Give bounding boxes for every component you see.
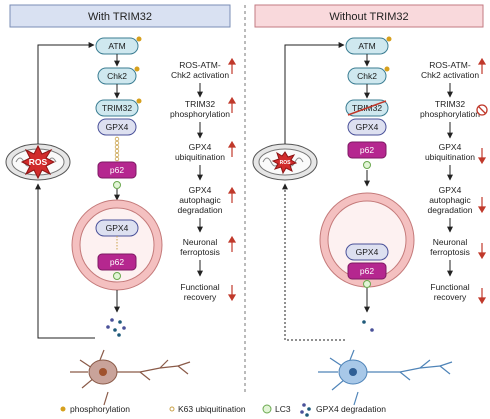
right-panel: Without TRIM32 ATM Chk2 TRIM32 GPX4 p62 … (252, 4, 488, 406)
feedback-arrow (282, 183, 345, 341)
p62-inner-label: p62 (110, 257, 124, 267)
legend-phosphorylation: phosphorylation (70, 404, 130, 414)
ros-burst (271, 151, 298, 175)
k63-chain (114, 136, 120, 162)
step-text: ubiquitination (425, 152, 475, 162)
step-text: GPX4 (439, 185, 462, 195)
step-text: ferroptosis (430, 247, 470, 257)
phospho-dot (134, 66, 140, 72)
step-text: Neuronal (433, 237, 468, 247)
lc3-dot (363, 161, 371, 169)
knockout-strike (347, 100, 387, 116)
inhibit-icon (476, 104, 488, 116)
chk2-label: Chk2 (357, 71, 377, 81)
p62-label: p62 (110, 165, 124, 175)
legend-k63: K63 ubiquitination (178, 404, 246, 414)
atm-label: ATM (108, 41, 125, 51)
step-text: ubiquitination (175, 152, 225, 162)
step-text: Chk2 activation (171, 70, 229, 80)
right-steps: ROS-ATM- Chk2 activation TRIM32 phosphor… (420, 60, 480, 302)
trim32-node (95, 99, 139, 117)
p62-label: p62 (360, 145, 374, 155)
step-text: phosphorylation (170, 109, 230, 119)
feedback-arrow (35, 183, 95, 339)
step-text: GPX4 (439, 142, 462, 152)
legend-degradation: GPX4 degradation (316, 404, 386, 414)
step-text: TRIM32 (185, 99, 216, 109)
phospho-dot (384, 66, 390, 72)
step-text: degradation (428, 205, 473, 215)
gpx4-inner-label: GPX4 (106, 223, 129, 233)
chk2-label: Chk2 (107, 71, 127, 81)
phospho-dot (60, 406, 66, 412)
neuron-nucleus (349, 368, 357, 376)
step-text: GPX4 (189, 142, 212, 152)
gpx4-label: GPX4 (356, 122, 379, 132)
left-header (9, 4, 231, 28)
neuron-nucleus (99, 368, 107, 376)
legend-lc3: LC3 (275, 404, 291, 414)
neuron-icon (70, 349, 191, 406)
step-text: Neuronal (183, 237, 218, 247)
lc3-dot (363, 280, 371, 288)
step-text: recovery (184, 292, 217, 302)
step-text: TRIM32 (435, 99, 466, 109)
legend: phosphorylation K63 ubiquitination LC3 G… (60, 403, 386, 417)
p62-inner-node (347, 262, 387, 280)
step-text: autophagic (429, 195, 471, 205)
left-steps: ROS-ATM- Chk2 activation TRIM32 phosphor… (170, 60, 230, 302)
gpx4-label: GPX4 (106, 122, 129, 132)
left-indicator-arrows (227, 57, 237, 302)
p62-node (97, 161, 137, 179)
step-text: GPX4 (189, 185, 212, 195)
gpx4-degradation-dots (106, 318, 126, 337)
left-title: With TRIM32 (88, 11, 152, 23)
ros-label: ROS (29, 157, 48, 167)
p62-inner-label: p62 (360, 266, 374, 276)
gpx4-inner-node (345, 243, 389, 261)
step-text: ferroptosis (180, 247, 220, 257)
right-header (254, 4, 484, 28)
gpx4-node (97, 118, 137, 136)
phospho-dot (386, 36, 392, 42)
right-title: Without TRIM32 (329, 11, 408, 23)
ros-burst (20, 144, 56, 180)
step-text: recovery (434, 292, 467, 302)
feedback-arrow (284, 42, 345, 144)
step-text: Chk2 activation (421, 70, 479, 80)
feedback-arrow (37, 42, 95, 144)
right-indicator-arrows (477, 57, 487, 305)
step-text: ROS-ATM- (179, 60, 221, 70)
lc3-dot (113, 181, 121, 189)
gpx4-degradation-dots (300, 403, 311, 417)
trim32-label: TRIM32 (102, 103, 133, 113)
k63-dot (169, 406, 175, 412)
lc3-dot (113, 272, 121, 280)
step-text: autophagic (179, 195, 221, 205)
lc3-dot (262, 404, 272, 414)
neuron-icon (318, 349, 453, 406)
step-text: phosphorylation (420, 109, 480, 119)
step-text: ROS-ATM- (429, 60, 471, 70)
atm-label: ATM (358, 41, 375, 51)
phospho-dot (136, 98, 142, 104)
ros-label: ROS (280, 160, 292, 166)
step-text: Functional (430, 282, 469, 292)
phospho-dot (136, 36, 142, 42)
gpx4-node (347, 118, 387, 136)
p62-inner-node (97, 253, 137, 271)
gpx4-inner-label: GPX4 (356, 247, 379, 257)
p62-node (347, 141, 387, 159)
step-text: degradation (178, 205, 223, 215)
gpx4-degradation-dots (362, 320, 374, 332)
step-text: Functional (180, 282, 219, 292)
left-panel: With TRIM32 ATM Chk2 TRIM32 GPX4 p62 (5, 4, 237, 406)
